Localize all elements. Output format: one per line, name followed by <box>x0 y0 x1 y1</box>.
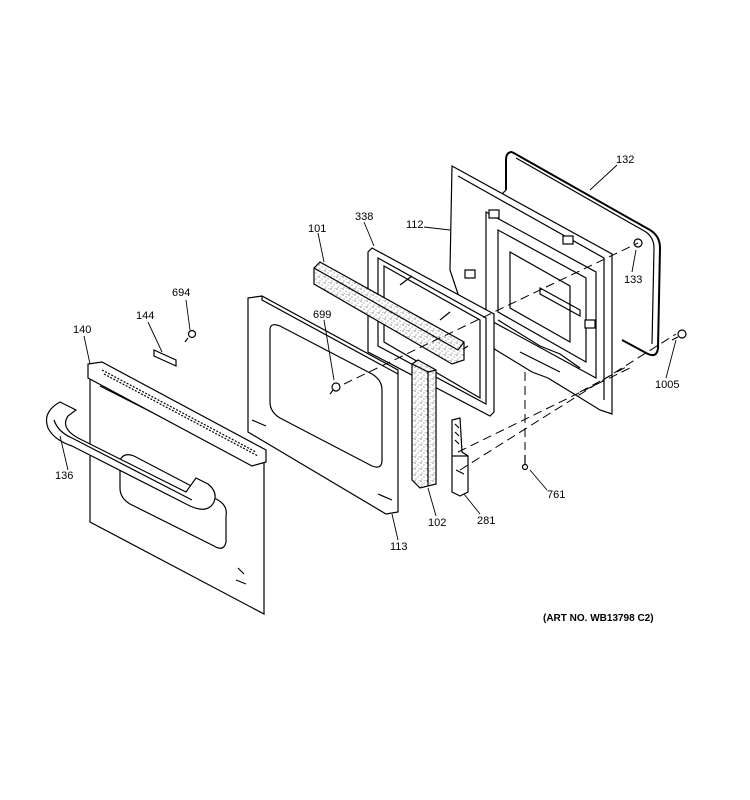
callout-113: 113 <box>390 541 408 553</box>
insulation-block-102 <box>411 359 437 489</box>
screw-694 <box>184 329 197 343</box>
callout-136: 136 <box>55 470 74 482</box>
callout-694: 694 <box>172 287 191 299</box>
hinge-281 <box>451 417 469 497</box>
clip-144 <box>153 349 177 367</box>
outer-door-frame-113 <box>247 295 399 515</box>
callout-144: 144 <box>136 310 155 322</box>
screw-699 <box>329 382 341 395</box>
callout-281: 281 <box>477 515 496 527</box>
callout-132: 132 <box>616 154 635 166</box>
art-number: (ART NO. WB13798 C2) <box>543 613 654 624</box>
callout-699: 699 <box>313 309 332 321</box>
callout-101: 101 <box>308 223 327 235</box>
handle-136 <box>45 401 216 510</box>
alignment-lines <box>343 242 677 471</box>
callout-133: 133 <box>624 274 643 286</box>
vent-trim-140 <box>87 361 267 467</box>
inner-door-panel-112 <box>449 164 613 415</box>
screw-761 <box>521 455 529 471</box>
callout-1005: 1005 <box>655 379 680 391</box>
insulation-strip-101 <box>313 261 465 365</box>
leader-lines <box>59 164 677 541</box>
callout-140: 140 <box>73 324 92 336</box>
screw-1005 <box>671 329 687 341</box>
callout-102: 102 <box>428 517 447 529</box>
callout-761: 761 <box>547 489 566 501</box>
callout-338: 338 <box>355 211 374 223</box>
callout-112: 112 <box>406 219 424 231</box>
